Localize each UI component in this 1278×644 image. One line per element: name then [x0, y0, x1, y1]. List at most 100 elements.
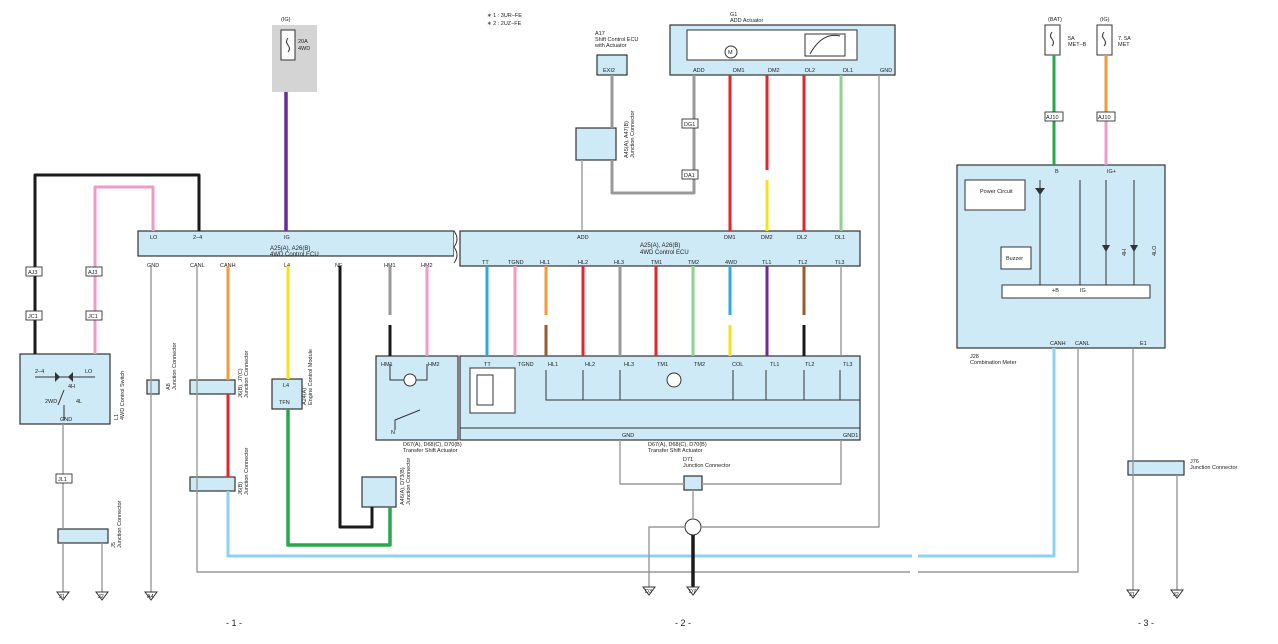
switch-4wd-control [19, 353, 111, 425]
ecu-right-pin-dl1: DL1 [835, 235, 845, 241]
junction-j6b [189, 476, 236, 492]
meter-power-circuit [964, 179, 1026, 211]
switch-label-2wd: 2WD [45, 399, 57, 405]
add-pin-add: ADD [693, 68, 705, 74]
transfer-actuator-left [375, 355, 459, 441]
ecu-4wd-right [459, 230, 861, 267]
meter-pin-canl: CANL [1075, 341, 1090, 347]
add-motor-m: M [728, 50, 733, 56]
junction-a46-d73 [361, 476, 397, 508]
transfer-left-motor-icon [403, 373, 417, 387]
ground-label-j1-right: J1 [1129, 592, 1135, 598]
ground-label-j2-right: J2 [1173, 592, 1179, 598]
junction-d71-id: D71 [683, 457, 693, 463]
wire-black-nf [338, 266, 374, 529]
wire-white-black-gnd1-tsa [702, 440, 842, 485]
add-motor-icon [724, 45, 738, 59]
ecu-left-id: A25(A), A26(B) [270, 246, 310, 252]
tag-jc1-a: JC1 [28, 314, 38, 320]
add-pin-dm2: DM2 [768, 68, 780, 74]
ground-label-j1: J1 [59, 594, 65, 600]
meter-lamp-4h: 4H [1122, 249, 1128, 256]
meter-lamp-4lo: 4LO [1152, 245, 1158, 256]
ecu-right-pin-tgnd: TGND [508, 260, 524, 266]
add-pin-gnd: GND [880, 68, 892, 74]
ecu-left-pin-2-4: 2–4 [193, 235, 202, 241]
transfer-right-pin-tl3: TL3 [843, 362, 852, 368]
wire-pink-lo [93, 185, 155, 354]
ecu-right-id: A25(A), A26(B) [640, 243, 680, 249]
transfer-right-pin-tm2: TM2 [694, 362, 705, 368]
tag-aj3-b: AJ3 [88, 270, 97, 276]
transfer-right-motor-icon [666, 372, 682, 388]
transfer-right-pin-gnd1: GND1 [843, 433, 858, 439]
tag-aj10-a: AJ10 [1046, 115, 1059, 121]
junction-j6-j7-name: Junction Connector [244, 350, 250, 398]
junction-j6b-id: J6(B) [238, 482, 244, 495]
ecu-left-name: 4WD Control ECU [270, 252, 319, 258]
tag-dg1: DG1 [684, 122, 695, 128]
ecu-right-pin-tm2: TM2 [688, 260, 699, 266]
ground-splice [684, 518, 702, 536]
junction-j5-id: J5 [111, 542, 117, 548]
switch-name: 4WD Control Switch [120, 371, 126, 420]
wire-skyblue-meter [918, 348, 1056, 558]
ground-label-j2: J2 [98, 594, 104, 600]
meter-name: Combination Meter [970, 360, 1017, 366]
fuse-ig-right-name: MET [1118, 42, 1130, 48]
switch-id: L1 [114, 414, 120, 420]
fuse-bat-source: (BAT) [1048, 17, 1062, 23]
tag-aj10-b: AJ10 [1098, 115, 1111, 121]
junction-a46-id: A46(A), D73(B) [400, 467, 406, 505]
fuse-bat-name: MET–B [1068, 42, 1087, 48]
page-number-1: - 1 - [226, 618, 242, 628]
ground-d7: D7 [686, 586, 700, 596]
ecu-right-pin-dm1: DM1 [724, 235, 736, 241]
ecm-id: A24(A) [302, 388, 308, 405]
fuse-ig-right-rating: 7. 5A [1118, 36, 1131, 42]
transfer-right-pin-tl1: TL1 [770, 362, 779, 368]
ecm-pin-l4: L4 [283, 383, 289, 389]
transfer-right-pin-hl2: HL2 [585, 362, 595, 368]
junction-a8-name: Junction Connector [172, 342, 178, 390]
ground-label-a4: A4 [147, 594, 154, 600]
tag-jc1-b: JC1 [88, 314, 98, 320]
engine-control-module [271, 378, 303, 410]
junction-a8-id: A8 [166, 383, 172, 390]
meter-bus [1001, 284, 1151, 299]
transfer-right-pin-tt: TT [484, 362, 491, 368]
meter-bus-ig: IG [1080, 288, 1086, 294]
wire-white-canl [196, 266, 910, 573]
ecu-right-pin-tt: TT [482, 260, 489, 266]
wire-green-tfn [286, 409, 392, 547]
wire-skyblue-canh [226, 491, 912, 558]
meter-bus-b: +B [1052, 288, 1059, 294]
thermistor-icon [476, 374, 494, 406]
page-number-3: - 3 - [1138, 618, 1154, 628]
junction-a8 [146, 379, 160, 395]
ground-j1-right: J1 [1126, 589, 1140, 599]
ecu-left-pin-lo: LO [150, 235, 158, 241]
add-pin-dl1: DL1 [843, 68, 853, 74]
ecu-right-pin-dm2: DM2 [761, 235, 773, 241]
transfer-right-pin-tgnd: TGND [518, 362, 534, 368]
transfer-right-name: Transfer Shift Actuator [648, 448, 703, 454]
switch-label-4l: 4L [76, 399, 82, 405]
add-pin-dm1: DM1 [733, 68, 745, 74]
transfer-right-pin-hl3: HL3 [624, 362, 634, 368]
meter-power-label: Power Circuit [980, 189, 1013, 195]
meter-id: J28 [970, 354, 979, 360]
ground-j1-left: J1 [56, 591, 70, 601]
ecu-right-pin-dl2: DL2 [797, 235, 807, 241]
ground-label-d7: D7 [689, 589, 696, 595]
transfer-right-internal [460, 370, 860, 429]
page-number-2: - 2 - [675, 618, 691, 628]
transfer-actuator-right [459, 355, 861, 441]
shift-ecu-name: Shift Control ECU [595, 37, 638, 43]
meter-pin-b: B [1055, 169, 1059, 175]
meter-internal-wires [1039, 180, 1135, 285]
meter-buzzer [1000, 246, 1032, 270]
ecu-right-pin-add: ADD [577, 235, 589, 241]
junction-j5 [57, 528, 109, 544]
